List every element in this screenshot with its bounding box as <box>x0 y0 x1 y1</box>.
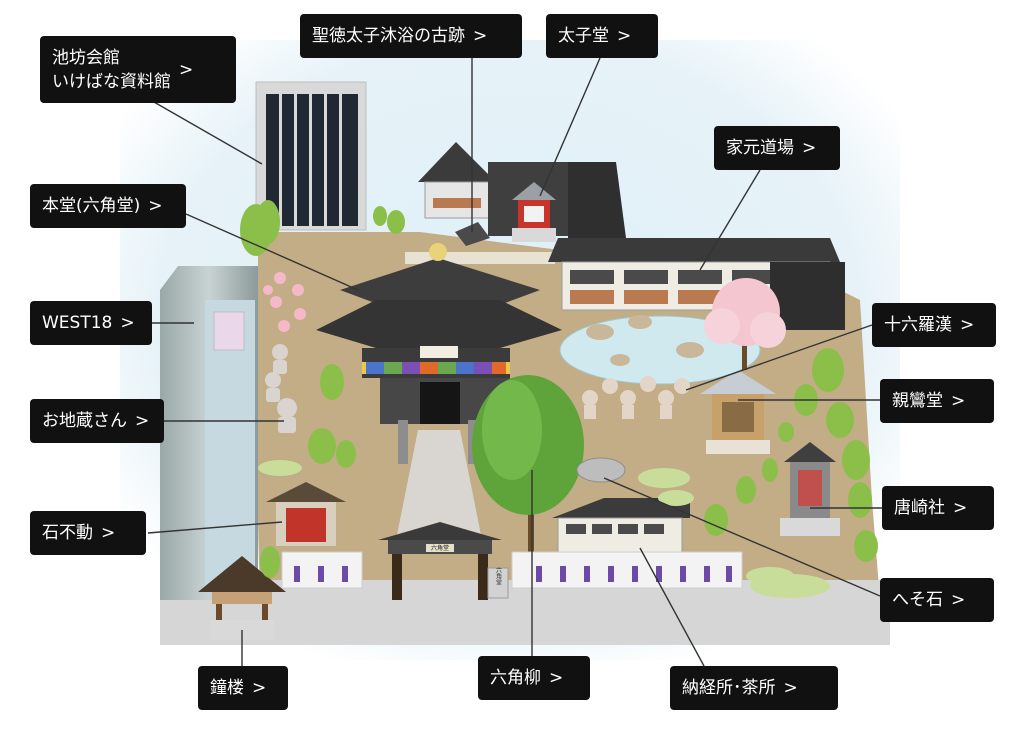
chevron-right-icon: > <box>951 590 966 610</box>
chevron-right-icon: > <box>148 196 163 216</box>
label-karasakisha-text: 唐崎社 <box>894 498 945 518</box>
hesoishi-stone <box>576 457 626 483</box>
ishifudo-shrine <box>266 482 346 546</box>
stone-path <box>396 430 482 540</box>
label-ishifudo[interactable]: 石不動 > <box>30 511 146 555</box>
label-hesoishi[interactable]: へそ石 > <box>880 578 994 622</box>
label-ojizo[interactable]: お地蔵さん > <box>30 399 164 443</box>
label-nokyosho[interactable]: 納経所･茶所 > <box>670 666 838 710</box>
chevron-right-icon: > <box>120 313 135 333</box>
chevron-right-icon: > <box>101 523 116 543</box>
trees <box>240 200 878 578</box>
label-ojizo-text: お地蔵さん <box>42 411 127 431</box>
chevron-right-icon: > <box>252 678 267 698</box>
shinrando-building <box>700 370 776 454</box>
label-iemoto-dojo[interactable]: 家元道場 > <box>714 126 840 170</box>
label-shotoku-bath-site-text: 聖徳太子沐浴の古跡 <box>312 26 465 46</box>
front-wall-right <box>511 551 743 589</box>
shoro-bell-tower <box>198 556 286 640</box>
label-hesoishi-text: へそ石 <box>892 590 943 610</box>
chevron-right-icon: > <box>473 26 488 46</box>
ikenobo-kaikan-building <box>255 81 367 231</box>
label-shinrando[interactable]: 親鸞堂 > <box>880 379 994 423</box>
label-hondo-text: 本堂(六角堂) <box>42 196 141 216</box>
front-wall-left <box>281 551 363 589</box>
label-nokyosho-text: 納経所･茶所 <box>682 678 776 698</box>
pond-rocks <box>586 315 704 366</box>
label-ishifudo-text: 石不動 <box>42 523 93 543</box>
cherry-tree-right <box>704 278 786 370</box>
label-shoro[interactable]: 鐘楼 > <box>198 666 288 710</box>
stone-marker <box>487 567 509 599</box>
taishido-building <box>512 182 556 242</box>
iemoto-dojo-building <box>548 238 845 330</box>
lantern-left <box>398 420 408 464</box>
label-west18-text: WEST18 <box>42 313 113 333</box>
main-gate <box>378 522 502 600</box>
label-iemoto-dojo-text: 家元道場 <box>726 138 794 158</box>
shrubs <box>258 460 830 598</box>
leader-lines <box>147 57 882 667</box>
label-taishido-text: 太子堂 <box>558 26 609 46</box>
long-back-hall <box>488 162 626 238</box>
label-jurokurakan-text: 十六羅漢 <box>884 315 952 335</box>
stone-marker-text: 六角堂 <box>495 566 502 585</box>
label-rokkaku-yanagi-text: 六角柳 <box>490 668 541 688</box>
bath-site-stone <box>455 222 490 246</box>
nokyosho-building <box>552 498 690 553</box>
jizo-statues <box>265 344 297 433</box>
chevron-right-icon: > <box>617 26 632 46</box>
chevron-right-icon: > <box>179 59 194 80</box>
label-shotoku-bath-site[interactable]: 聖徳太子沐浴の古跡 > <box>300 14 522 58</box>
label-taishido[interactable]: 太子堂 > <box>546 14 658 58</box>
west18-building <box>160 266 258 600</box>
label-ikenobo-kaikan-text: 池坊会館 いけばな資料館 <box>52 47 171 92</box>
chevron-right-icon: > <box>802 138 817 158</box>
label-ikenobo-kaikan[interactable]: 池坊会館 いけばな資料館 > <box>40 36 236 103</box>
label-shinrando-text: 親鸞堂 <box>892 391 943 411</box>
label-hondo[interactable]: 本堂(六角堂) > <box>30 184 186 228</box>
chevron-right-icon: > <box>783 678 798 698</box>
chevron-right-icon: > <box>953 498 968 518</box>
label-shoro-text: 鐘楼 <box>210 678 244 698</box>
label-karasakisha[interactable]: 唐崎社 > <box>882 486 994 530</box>
gate-plaque: 六角堂 <box>431 544 449 552</box>
chevron-right-icon: > <box>960 315 975 335</box>
label-rokkaku-yanagi[interactable]: 六角柳 > <box>478 656 590 700</box>
hondo-building <box>316 243 562 424</box>
chevron-right-icon: > <box>549 668 564 688</box>
label-west18[interactable]: WEST18 > <box>30 301 152 345</box>
label-jurokurakan[interactable]: 十六羅漢 > <box>872 303 996 347</box>
cherry-tree-left <box>263 272 306 332</box>
chevron-right-icon: > <box>135 411 150 431</box>
chevron-right-icon: > <box>951 391 966 411</box>
rokkaku-willow <box>472 375 584 560</box>
